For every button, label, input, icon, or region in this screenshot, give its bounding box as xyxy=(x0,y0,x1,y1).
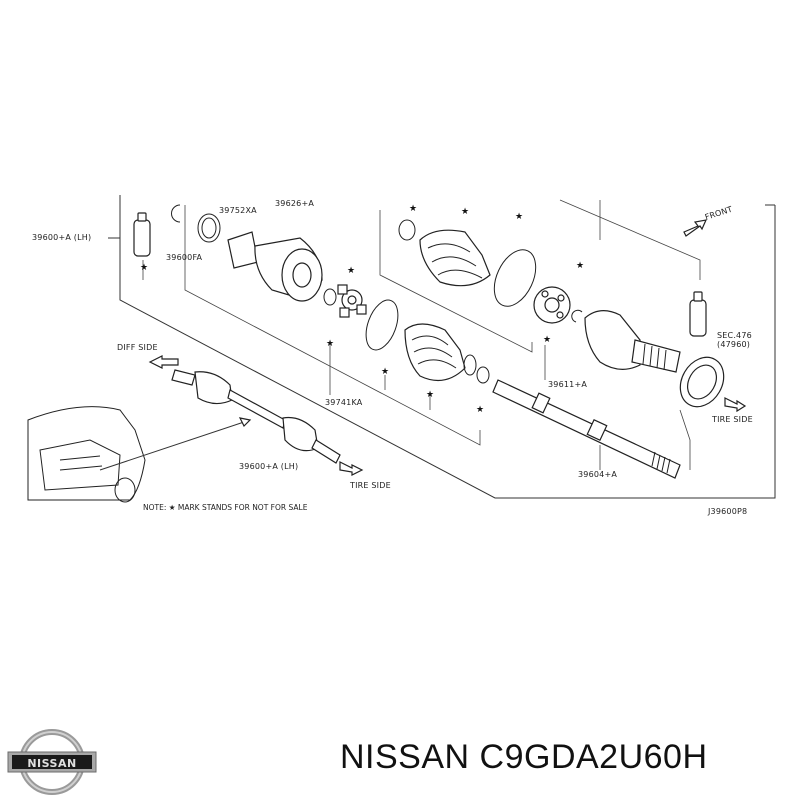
inner-housing-39600fa xyxy=(227,231,323,302)
snap-ring-39626a xyxy=(323,288,337,306)
part-labels: 39600+A (LH) 39752XA 39626+A 39600FA FRO… xyxy=(32,199,753,516)
star-marker: ★ xyxy=(476,405,484,415)
snap-ring-39611a xyxy=(571,309,583,323)
label-diff-side: DIFF SIDE xyxy=(117,343,158,352)
grease-tube-right xyxy=(689,291,707,337)
star-marker: ★ xyxy=(515,212,523,222)
inner-boot xyxy=(404,323,466,382)
star-marker: ★ xyxy=(543,335,551,345)
note-text: NOTE: ★ MARK STANDS FOR NOT FOR SALE xyxy=(143,503,308,512)
outer-joint xyxy=(584,310,681,373)
label-39611a: 39611+A xyxy=(548,380,587,389)
boot-band-mid xyxy=(365,299,399,351)
frame-lines xyxy=(108,195,776,499)
part-number-caption: NISSAN C9GDA2U60H xyxy=(340,738,708,776)
grease-tube-left xyxy=(133,212,151,257)
label-tire-side-bottom: TIRE SIDE xyxy=(349,481,391,490)
label-39604a: 39604+A xyxy=(578,470,617,479)
circlip-shaft xyxy=(476,366,490,384)
star-marker: ★ xyxy=(426,390,434,400)
label-39741ka: 39741KA xyxy=(325,398,363,407)
star-marker: ★ xyxy=(140,263,148,273)
drive-shaft-39604a xyxy=(492,379,681,479)
label-47960: (47960) xyxy=(717,340,750,349)
star-marker: ★ xyxy=(326,339,334,349)
ball-cage xyxy=(533,286,571,324)
assembled-shaft xyxy=(171,369,341,464)
front-arrow xyxy=(683,219,708,237)
small-band-inner xyxy=(463,354,477,376)
label-tire-side-right: TIRE SIDE xyxy=(711,415,753,424)
ring-top-center xyxy=(398,219,416,241)
label-39600fa: 39600FA xyxy=(166,253,203,262)
label-front: FRONT xyxy=(704,205,734,222)
nissan-logo: NISSAN xyxy=(7,729,97,795)
snap-ring-small xyxy=(171,204,181,223)
direction-arrows xyxy=(148,355,747,476)
circlip-39752xa xyxy=(197,213,221,243)
star-marker: ★ xyxy=(409,204,417,214)
label-39600a-lh-top: 39600+A (LH) xyxy=(32,233,91,242)
vehicle-outline xyxy=(27,406,252,503)
spider-tripod xyxy=(337,284,367,318)
outer-boot-top xyxy=(419,229,491,287)
svg-text:NISSAN: NISSAN xyxy=(27,757,76,770)
star-marker: ★ xyxy=(576,261,584,271)
label-39600a-lh-bottom: 39600+A (LH) xyxy=(239,462,298,471)
star-marker: ★ xyxy=(461,207,469,217)
label-sec476: SEC.476 xyxy=(717,331,752,340)
wheel-seal xyxy=(679,356,725,408)
star-marker: ★ xyxy=(347,266,355,276)
star-marker: ★ xyxy=(381,367,389,377)
label-39626a: 39626+A xyxy=(275,199,314,208)
diagram-code: J39600P8 xyxy=(707,507,747,516)
boot-band-top xyxy=(493,249,537,307)
label-39752xa: 39752XA xyxy=(219,206,257,215)
